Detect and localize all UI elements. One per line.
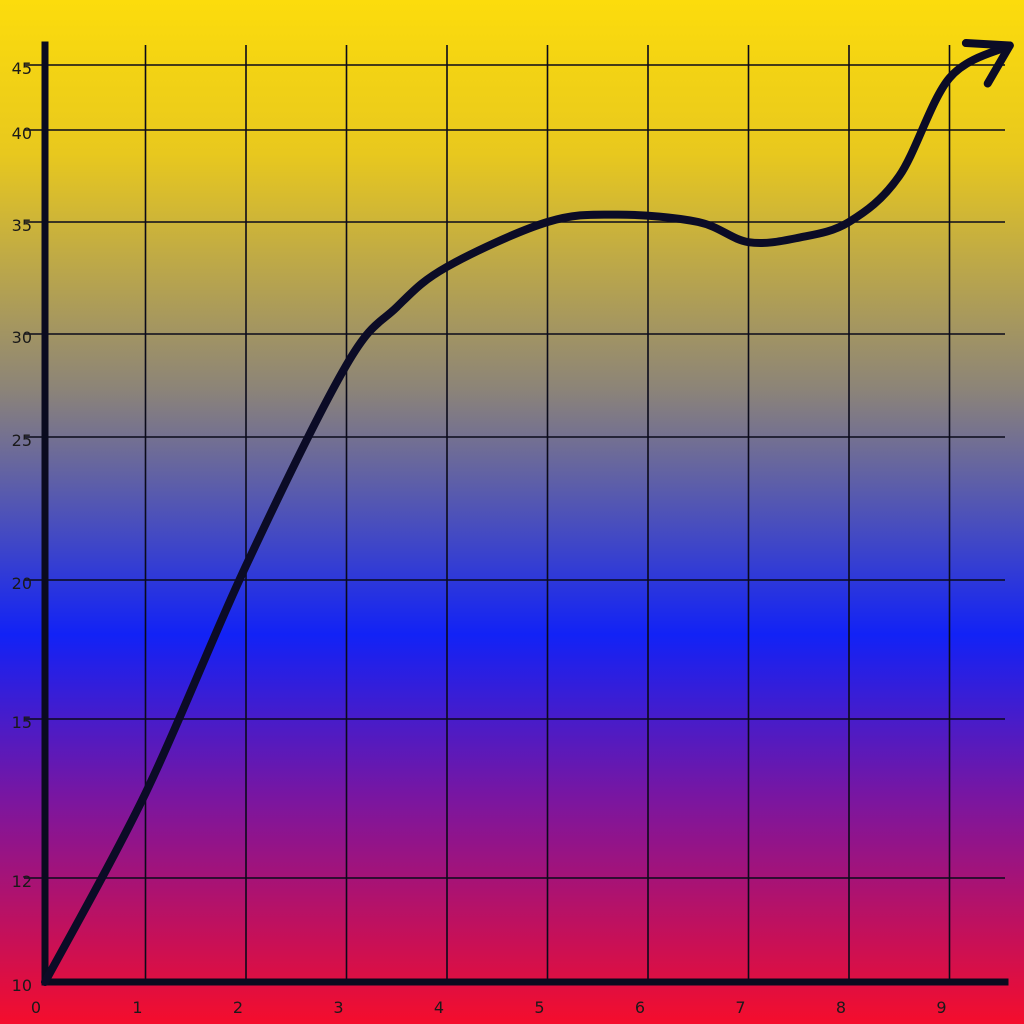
arrow-head: [961, 39, 1014, 88]
y-tick-label: 40: [12, 124, 32, 143]
y-tick-label: 30: [12, 328, 32, 347]
x-tick-label: 2: [233, 998, 243, 1017]
y-tick-label: 45: [12, 59, 32, 78]
y-tick-label: 20: [12, 574, 32, 593]
x-tick-label: 8: [836, 998, 846, 1017]
x-tick-label: 3: [333, 998, 343, 1017]
series: [41, 39, 1014, 986]
x-tick-label: 1: [132, 998, 142, 1017]
x-tick-label: 5: [534, 998, 544, 1017]
axes: [41, 41, 1009, 986]
y-tick-label: 10: [12, 976, 32, 995]
x-tick-label: 0: [31, 998, 41, 1017]
x-tick-label: 4: [434, 998, 444, 1017]
x-tick-label: 7: [735, 998, 745, 1017]
series-line: [41, 41, 1014, 986]
y-tick-label: 15: [12, 713, 32, 732]
y-tick-label: 12: [12, 872, 32, 891]
x-tick-label: 6: [635, 998, 645, 1017]
grid: [24, 45, 1005, 982]
y-tick-label: 35: [12, 216, 32, 235]
x-tick-label: 9: [936, 998, 946, 1017]
y-tick-label: 25: [12, 431, 32, 450]
